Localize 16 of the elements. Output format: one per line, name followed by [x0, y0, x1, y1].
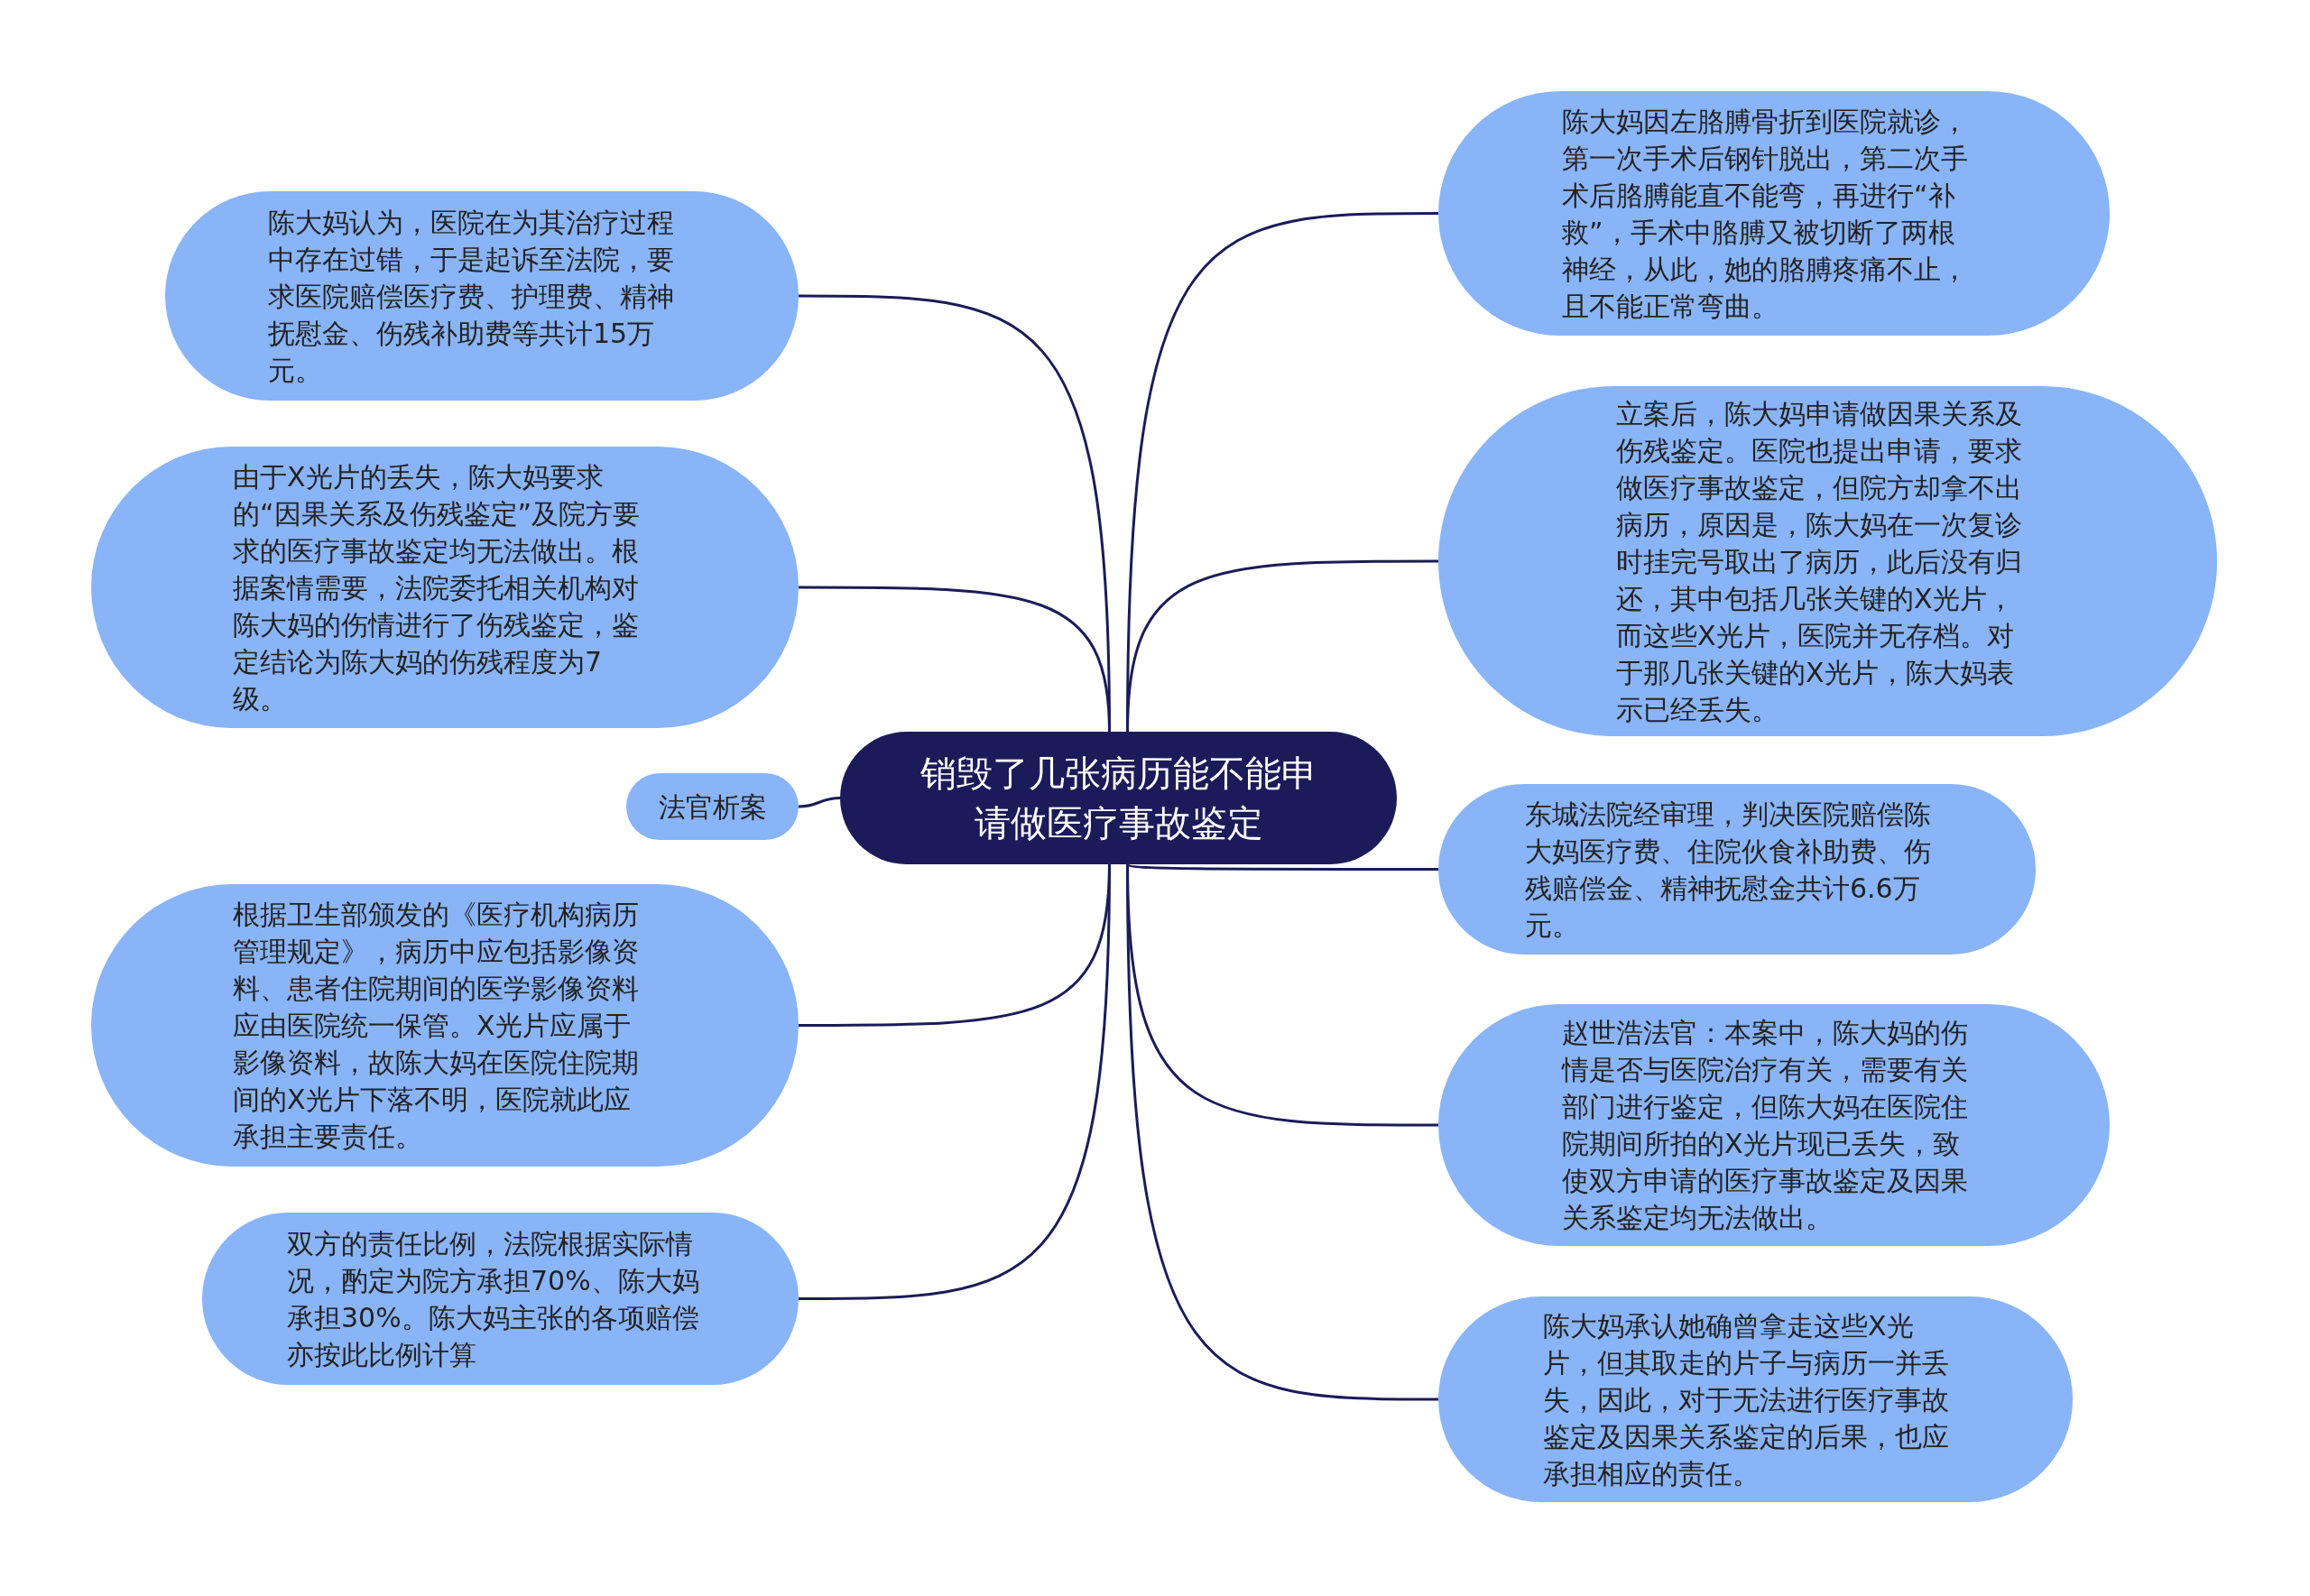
connector-line	[798, 797, 841, 808]
connector-line	[799, 863, 1111, 1300]
topic-box: 由于X光片的丢失，陈大妈要求的“因果关系及伤残鉴定”及院方要求的医疗事故鉴定均无法做出。根据案情需要，法院委托相关机构对陈大妈的伤情进行了伤残鉴定，鉴定结论为陈大妈的伤残程度为7级。	[91, 447, 799, 728]
topic-box: 赵世浩法官：本案中，陈大妈的伤情是否与医院治疗有关，需要有关部门进行鉴定，但陈大妈在医院住院期间所拍的X光片现已丢失，致使双方申请的医疗事故鉴定及因果关系鉴定均无法做出。	[1438, 1004, 2110, 1246]
topic-box: 陈大妈承认她确曾拿走这些X光片，但其取走的片子与病历一并丢失，因此，对于无法进行医疗事故鉴定及因果关系鉴定的后果，也应承担相应的责任。	[1438, 1296, 2073, 1502]
connector-line	[1126, 559, 1438, 733]
connector-line	[1126, 863, 1438, 871]
topic-box: 东城法院经审理，判决医院赔偿陈大妈医疗费、住院伙食补助费、伤残赔偿金、精神抚慰金共计6.6万元。	[1438, 784, 2036, 955]
topic-box: 陈大妈认为，医院在为其治疗过程中存在过错，于是起诉至法院，要求医院赔偿医疗费、护理费、精神抚慰金、伤残补助费等共计15万元。	[165, 191, 799, 401]
topic-box: 双方的责任比例，法院根据实际情况，酌定为院方承担70%、陈大妈承担30%。陈大妈主张的各项赔偿亦按此比例计算	[202, 1213, 799, 1385]
topic-box: 法官析案	[626, 773, 799, 840]
topic-box: 立案后，陈大妈申请做因果关系及伤残鉴定。医院也提出申请，要求做医疗事故鉴定，但院方却拿不出病历，原因是，陈大妈在一次复诊时挂完号取出了病历，此后没有归还，其中包括几张关键的X光片，而这些X光片，医院并无存档。对于那几张关键的X光片，陈大妈表示已经丢失。	[1438, 386, 2217, 736]
central-topic: 销毁了几张病历能不能申请做医疗事故鉴定	[840, 732, 1397, 864]
topic-box: 陈大妈因左胳膊骨折到医院就诊，第一次手术后钢针脱出，第二次手术后胳膊能直不能弯，再进行“补救”，手术中胳膊又被切断了两根神经，从此，她的胳膊疼痛不止，且不能正常弯曲。	[1438, 91, 2110, 336]
connector-line	[799, 586, 1111, 733]
topic-box: 根据卫生部颁发的《医疗机构病历管理规定》，病历中应包括影像资料、患者住院期间的医学影像资料应由医院统一保管。X光片应属于影像资料，故陈大妈在医院住院期间的X光片下落不明，医院就此应承担主要责任。	[91, 884, 799, 1167]
